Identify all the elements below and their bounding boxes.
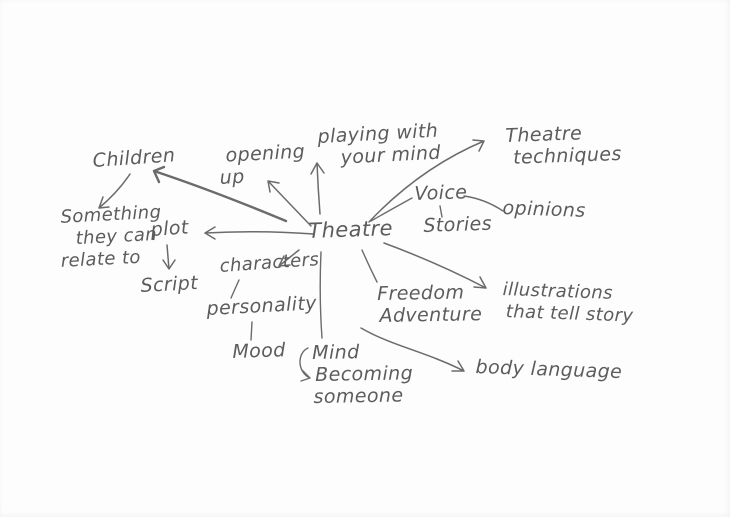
edge-theatre-to-playing-with-your-mind	[310, 162, 325, 215]
node-mind: Mind	[312, 341, 360, 364]
node-voice-line: Voice	[414, 181, 468, 205]
edge-children-to-something	[98, 173, 131, 209]
node-children-line: Children	[92, 144, 177, 172]
node-body-language: body language	[475, 356, 622, 383]
node-playing-with-your-mind-line: your mind	[340, 141, 442, 169]
node-script: Script	[140, 272, 199, 297]
node-children: Children	[92, 144, 176, 172]
node-something-they-can-relate-to-line: relate to	[60, 246, 142, 272]
edge-theatre-to-illustrations	[383, 242, 487, 289]
node-characters: characters	[219, 249, 320, 278]
edge-theatre-to-plot	[204, 226, 315, 240]
edge-to-body-language	[360, 327, 465, 372]
node-script-line: Script	[140, 271, 199, 297]
node-freedom-adventure-line: Adventure	[379, 303, 483, 327]
node-plot: plot	[150, 216, 189, 241]
edge-theatre-to-opening-up	[267, 180, 312, 227]
edge-voice-to-opinions	[463, 195, 504, 212]
node-characters-line: characters	[219, 249, 320, 277]
edge-theatre-to-theatre-techniques	[368, 139, 485, 223]
edge-theatre-to-children	[152, 165, 288, 223]
node-mood: Mood	[232, 339, 286, 363]
node-personality: personality	[206, 292, 317, 320]
edge-personality-to-mood	[250, 321, 253, 341]
edge-theatre-to-voice	[370, 197, 413, 222]
node-theatre-line: Theatre	[307, 216, 394, 243]
node-becoming-someone-line: someone	[313, 384, 404, 409]
edge-voice-to-stories	[439, 205, 443, 218]
node-body-language-line: body language	[475, 356, 623, 384]
node-stories-line: Stories	[423, 212, 493, 237]
node-freedom-adventure-line: Freedom	[377, 281, 465, 305]
edge-characters-to-personality	[230, 279, 240, 299]
node-theatre: Theatre	[307, 216, 394, 243]
edge-mind-to-becoming-someone	[299, 347, 311, 382]
edge-theatre-to-freedom-adventure	[361, 249, 378, 283]
node-personality-line: personality	[206, 292, 318, 320]
node-theatre-techniques-line: techniques	[512, 142, 623, 169]
node-opinions: opinions	[502, 197, 586, 222]
node-becoming-someone-line: Becoming	[315, 362, 414, 386]
edge-theatre-to-mind	[319, 251, 323, 339]
edge-theatre-to-characters	[278, 249, 300, 267]
node-illustrations-that-tell-story-line: that tell story	[505, 301, 634, 327]
node-stories: Stories	[423, 213, 492, 237]
node-plot-line: plot	[150, 216, 190, 241]
node-mood-line: Mood	[232, 339, 287, 363]
node-voice: Voice	[414, 181, 468, 205]
edge-plot-to-script	[162, 244, 176, 270]
node-opinions-line: opinions	[502, 197, 587, 222]
node-opening-up-line: up	[219, 165, 246, 189]
node-mind-line: Mind	[312, 341, 360, 364]
node-opening-up-line: opening	[224, 140, 306, 167]
